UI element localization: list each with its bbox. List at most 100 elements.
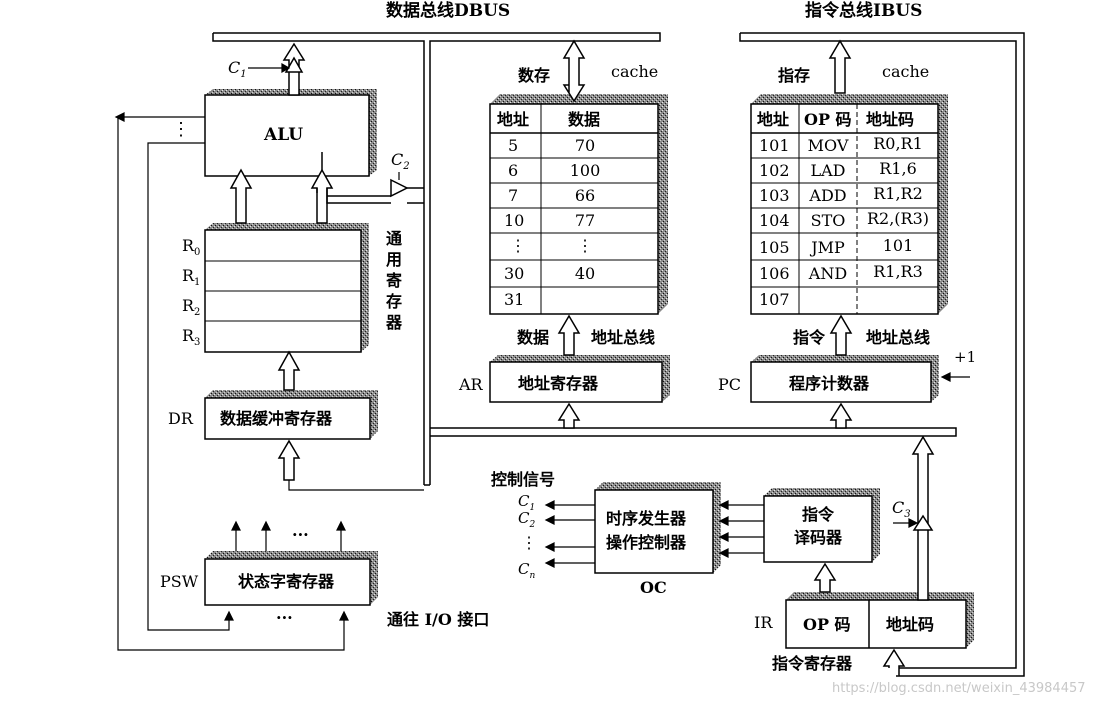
instr-row-operand: R1,R2 — [873, 184, 923, 203]
data-row-value: 100 — [569, 161, 601, 180]
data-row-value: 66 — [574, 186, 596, 205]
data-cache-bottom-right: 地址总线 — [591, 328, 656, 347]
control-signal-c1: C1 — [518, 492, 536, 513]
data-row-value: ⋮ — [577, 236, 593, 255]
instr-cache-header-operand: 地址码 — [866, 110, 915, 129]
data-row-addr: 30 — [504, 264, 525, 283]
instr-cache-header-addr: 地址 — [757, 110, 790, 129]
instr-row-operand: R2,(R3) — [866, 209, 930, 228]
control-signal-dots: ⋮ — [521, 533, 537, 552]
instr-cache-header-op: OP 码 — [804, 110, 852, 129]
psw-dots-bottom: ··· — [276, 608, 293, 627]
data-cache-top-left: 数存 — [518, 66, 551, 85]
reg-r2: R2 — [182, 296, 201, 319]
instr-cache-top-left: 指存 — [778, 66, 811, 85]
ar-label: 地址寄存器 — [518, 374, 599, 393]
instr-cache-bottom-left: 指令 — [793, 328, 826, 347]
pc-box — [750, 355, 939, 403]
instr-row-operand: R1,R3 — [873, 262, 923, 281]
reg-r1: R1 — [182, 266, 201, 289]
data-cache-box — [489, 94, 668, 315]
psw-dots-top: ··· — [292, 525, 309, 544]
data-cache-top-right: cache — [611, 62, 659, 81]
instr-row-addr: 103 — [759, 186, 790, 205]
data-cache-header-addr: 地址 — [497, 110, 530, 129]
register-file-box — [204, 223, 369, 353]
instr-row-operand: 101 — [882, 236, 914, 255]
c2-label: C2 — [391, 150, 410, 173]
instr-row-op: AND — [808, 264, 848, 283]
data-row-value: 40 — [574, 264, 596, 283]
instr-cache-top-right: cache — [882, 62, 930, 81]
oc-box — [594, 482, 721, 574]
decoder-line2: 译码器 — [794, 528, 843, 547]
dr-label: 数据缓冲寄存器 — [220, 409, 333, 428]
general-regs-side-label: 通 用 寄 存 器 — [385, 229, 402, 332]
data-row-addr: ⋮ — [510, 236, 526, 255]
watermark: https://blog.csdn.net/weixin_43984457 — [832, 681, 1086, 696]
instr-row-addr: 101 — [759, 136, 790, 155]
c3-gate — [912, 514, 934, 531]
data-row-value: 70 — [574, 136, 596, 155]
oc-line2: 操作控制器 — [606, 533, 687, 552]
dbus-label: 数据总线DBUS — [386, 1, 511, 21]
data-row-addr: 10 — [504, 211, 525, 230]
io-label: 通往 I/O 接口 — [387, 610, 490, 629]
data-row-addr: 5 — [508, 136, 519, 155]
instr-row-op: MOV — [807, 136, 849, 155]
instr-row-addr: 102 — [759, 161, 790, 180]
pc-tag: PC — [718, 375, 742, 394]
c3-label: C3 — [892, 498, 911, 521]
instr-row-op: ADD — [809, 186, 847, 205]
instr-row-op: LAD — [810, 161, 846, 180]
instr-cache-box — [750, 94, 948, 315]
instr-row-addr: 105 — [759, 238, 790, 257]
internal-bus — [430, 427, 957, 437]
instr-row-operand: R0,R1 — [873, 134, 923, 153]
data-cache-header-data: 数据 — [568, 110, 601, 129]
instr-row-op: JMP — [811, 238, 845, 257]
data-row-value: 77 — [574, 211, 596, 230]
c1-label: C1 — [228, 58, 247, 81]
psw-label: 状态字寄存器 — [238, 572, 335, 591]
control-signal-cn: Cn — [518, 560, 536, 581]
dr-box — [204, 390, 378, 440]
ir-caption: 指令寄存器 — [772, 654, 853, 673]
oc-line1: 时序发生器 — [606, 509, 687, 528]
dr-tag: DR — [168, 409, 193, 428]
psw-box — [204, 551, 378, 606]
reg-r3: R3 — [182, 326, 201, 349]
pc-inc-label: +1 — [954, 348, 977, 366]
alu-dots: ⋮ — [172, 119, 190, 140]
c1-gate — [284, 56, 304, 73]
instr-cache-bottom-right: 地址总线 — [866, 328, 931, 347]
block-arrows — [229, 39, 935, 676]
c2-gate — [316, 152, 424, 204]
instr-row-operand: R1,6 — [879, 159, 917, 178]
decoder-box — [763, 488, 880, 563]
control-title: 控制信号 — [491, 470, 556, 489]
ar-tag: AR — [459, 375, 483, 394]
ir-op-field: OP 码 — [803, 615, 851, 634]
instr-row-op: STO — [810, 211, 846, 230]
ir-tag: IR — [754, 613, 773, 632]
dbus — [212, 32, 661, 486]
instr-row-addr: 104 — [759, 211, 790, 230]
alu-label: ALU — [264, 125, 304, 145]
data-cache-bottom-left: 数据 — [517, 328, 550, 347]
ibus-label: 指令总线IBUS — [805, 1, 923, 21]
pc-label: 程序计数器 — [789, 374, 870, 393]
control-signal-c2: C2 — [518, 509, 536, 530]
ir-addr-field: 地址码 — [886, 615, 935, 634]
psw-tag: PSW — [160, 572, 199, 591]
ar-box — [489, 355, 670, 403]
ibus — [739, 32, 1025, 677]
data-row-addr: 6 — [508, 161, 519, 180]
thin-lines — [114, 62, 970, 651]
reg-r0: R0 — [182, 236, 201, 259]
data-row-addr: 31 — [504, 290, 525, 309]
data-row-addr: 7 — [508, 186, 519, 205]
alu-box — [204, 89, 377, 177]
oc-tag: OC — [640, 578, 667, 597]
